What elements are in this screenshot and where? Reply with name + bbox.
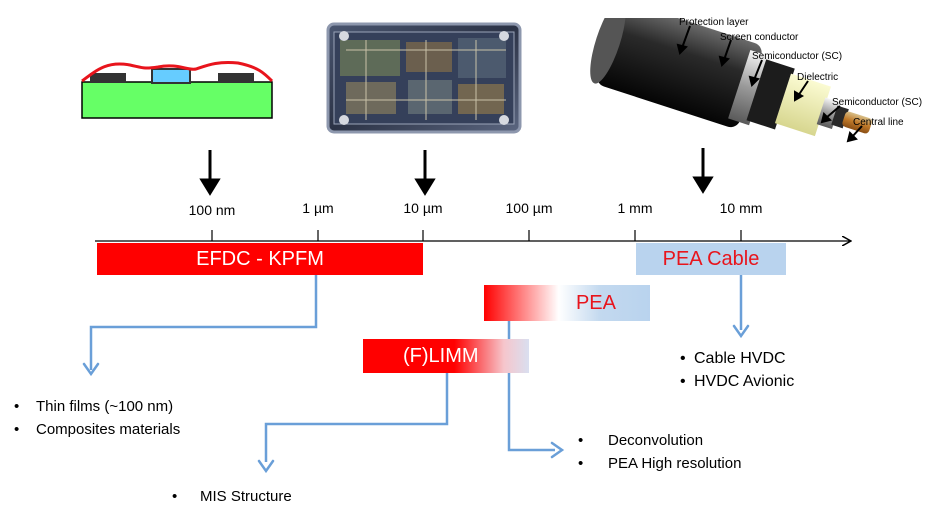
tick-label-10um: 10 µm — [403, 200, 443, 216]
hvdc-cable-illustration — [590, 18, 872, 137]
connector-efdc — [89, 275, 318, 370]
cable-label-dielectric: Dielectric — [797, 72, 839, 83]
thin-film-illustration — [81, 61, 274, 119]
electrode-center — [151, 68, 191, 84]
scale-axis — [95, 230, 850, 241]
tick-label-10mm: 10 mm — [719, 200, 763, 216]
bar-pea-label: PEA — [575, 291, 616, 314]
bar-efdc-kpfm-label: EFDC - KPFM — [196, 247, 324, 270]
tick-label-100nm: 100 nm — [188, 202, 236, 218]
list-item: •Deconvolution — [578, 432, 704, 449]
cable-label-sc2: Semiconductor (SC) — [832, 97, 923, 108]
list-cable: •Cable HVDC •HVDC Avionic — [680, 347, 794, 393]
list-item: •Composites materials — [14, 421, 181, 438]
power-module-illustration — [326, 22, 522, 134]
cable-label-central: Central line — [853, 117, 904, 128]
cable-label-screen: Screen conductor — [720, 32, 799, 43]
thin-film-curve — [81, 61, 274, 83]
electrode-left — [90, 73, 126, 83]
cable-callout-arrows — [676, 25, 863, 143]
list-mis: •MIS Structure — [172, 485, 292, 508]
tick-label-1um: 1 µm — [302, 200, 334, 216]
picture-down-arrows — [199, 148, 714, 196]
cable-label-protection: Protection layer — [679, 17, 749, 28]
bar-pea-cable: PEA Cable — [636, 243, 786, 275]
blue-arrowheads — [82, 324, 750, 474]
tick-label-1mm: 1 mm — [617, 200, 653, 216]
cable-label-sc1: Semiconductor (SC) — [752, 51, 843, 62]
list-item: •MIS Structure — [172, 488, 292, 505]
tick-label-100um: 100 µm — [505, 200, 553, 216]
substrate-layer — [81, 81, 273, 119]
list-thin-films: •Thin films (~100 nm) •Composites materi… — [14, 395, 180, 441]
bar-pea-cable-label: PEA Cable — [662, 247, 760, 270]
bar-flimm: (F)LIMM — [363, 339, 529, 373]
list-item: •Thin films (~100 nm) — [14, 398, 174, 415]
list-pea: •Deconvolution •PEA High resolution — [578, 429, 741, 475]
bar-efdc-kpfm: EFDC - KPFM — [97, 243, 423, 275]
list-item: •Cable HVDC — [680, 350, 786, 367]
bar-flimm-label: (F)LIMM — [403, 344, 479, 367]
connector-flimm — [264, 373, 449, 462]
bar-pea: PEA — [484, 285, 650, 321]
electrode-right — [218, 73, 254, 83]
list-item: •PEA High resolution — [578, 455, 742, 472]
list-item: •HVDC Avionic — [680, 373, 795, 390]
